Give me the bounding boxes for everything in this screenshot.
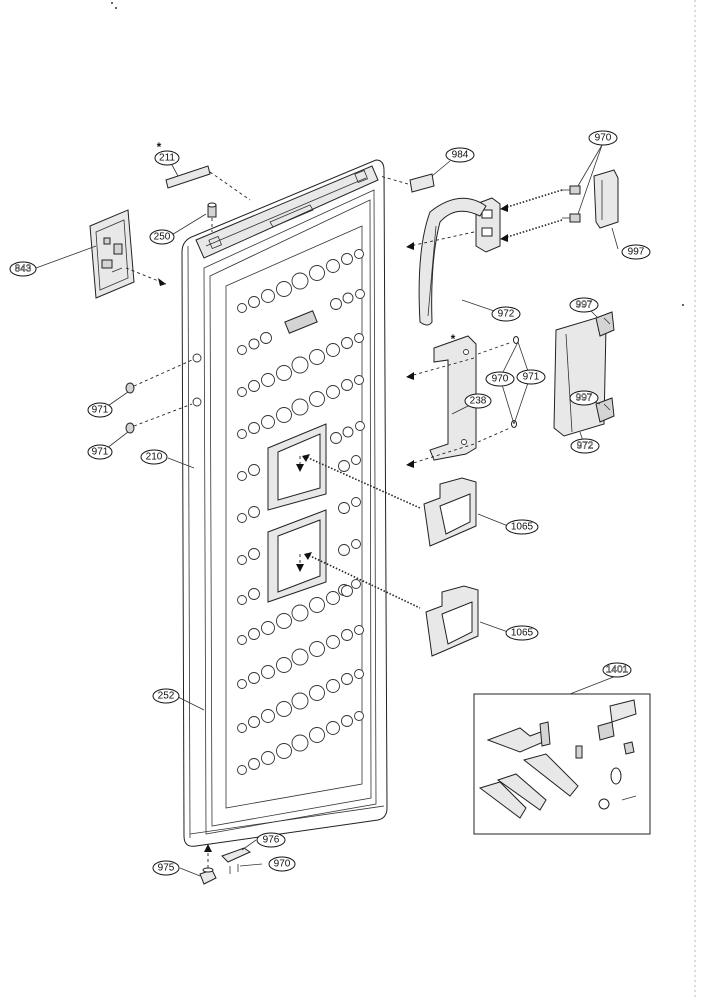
part-984-pad: [379, 173, 435, 193]
part-1401-kit: [473, 675, 651, 835]
bottom-hinge: [199, 844, 263, 885]
label-997-top: 997: [628, 247, 645, 258]
label-1065-lower: 1065: [511, 628, 534, 639]
part-238-handle: [406, 335, 519, 468]
page-edge-marks: [111, 0, 696, 1000]
label-238: 238: [470, 396, 487, 407]
label-970-bottom: 970: [274, 859, 291, 870]
part-1065-bin-lower: [296, 552, 479, 657]
label-971-lower: 971: [92, 447, 109, 458]
star-mark-211: *: [157, 140, 162, 154]
label-1065-upper: 1065: [511, 522, 534, 533]
label-843: 843: [15, 264, 32, 275]
screws-970-top: [562, 185, 581, 223]
label-984: 984: [452, 150, 469, 161]
label-970-mid: 970: [492, 374, 509, 385]
label-252: 252: [158, 691, 175, 702]
label-997-b: 997: [576, 393, 593, 404]
label-texts: * * 211 984 970 250 843 997 972 997 970 …: [14, 133, 645, 874]
part-843-control-board: [89, 209, 167, 299]
part-1065-bin-upper: [296, 454, 477, 547]
upper-hinge-handle: [406, 169, 619, 326]
label-971-mid: 971: [523, 372, 540, 383]
label-972-b: 972: [577, 441, 594, 452]
label-211: 211: [159, 153, 175, 164]
part-972-right-hinge: [553, 311, 615, 437]
label-ovals: [9, 130, 651, 876]
door-dimples: [192, 249, 365, 775]
star-mark-238: *: [451, 332, 456, 346]
label-250: 250: [154, 232, 171, 243]
part-211-strip: [165, 165, 251, 201]
label-975: 975: [158, 863, 175, 874]
label-1401: 1401: [606, 665, 629, 676]
part-250-stud: [207, 202, 217, 232]
label-971-upper: 971: [92, 405, 109, 416]
label-972-handle: 972: [498, 309, 515, 320]
label-210: 210: [146, 452, 163, 463]
label-997-a: 997: [576, 300, 593, 311]
part-971-pins: [125, 359, 193, 434]
label-976: 976: [263, 835, 280, 846]
label-970-top: 970: [595, 133, 612, 144]
